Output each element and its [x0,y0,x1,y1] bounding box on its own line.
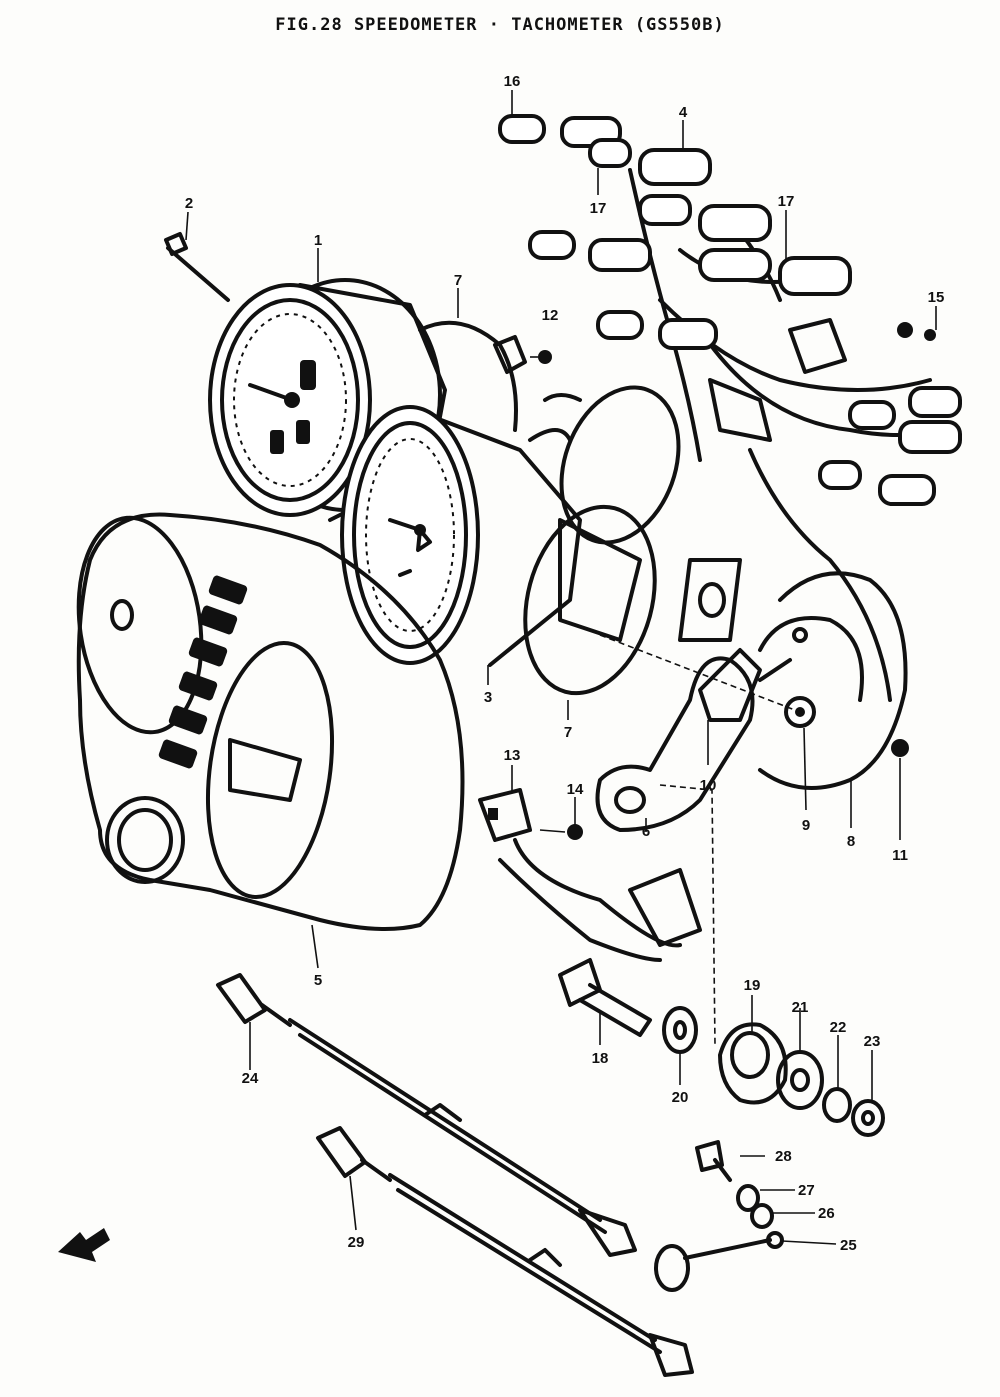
part-12-screw [530,350,552,364]
callout-7-upper: 7 [454,272,462,289]
part-23-nut [851,1099,885,1137]
callout-28: 28 [775,1148,792,1165]
callout-9: 9 [802,817,810,834]
part-8-rear-cover [758,571,908,790]
callout-12: 12 [542,307,559,324]
callout-1: 1 [314,232,322,249]
callout-23: 23 [864,1033,881,1050]
part-26-washer [750,1203,774,1229]
part-19-cushion [718,1022,788,1105]
part-27-washer [736,1184,760,1212]
part-20-washer [662,1006,698,1054]
callout-8: 8 [847,833,855,850]
part-5-meter-cover [76,512,465,931]
callout-5: 5 [314,972,322,989]
callout-25: 25 [840,1237,857,1254]
assembly-line-bracket [659,784,716,1046]
callout-13: 13 [504,747,521,764]
callout-7-lower: 7 [564,724,572,741]
callout-21: 21 [792,999,809,1016]
figure-title: FIG.28 SPEEDOMETER · TACHOMETER (GS550B) [275,15,724,35]
assembly-line-ring [599,634,801,713]
callout-3: 3 [484,689,492,706]
part-14-screw [539,824,583,840]
part-2-screw [164,232,230,302]
callout-6: 6 [642,823,650,840]
callout-2: 2 [185,195,193,212]
callout-19: 19 [744,977,761,994]
part-1-speedometer [208,278,447,522]
part-24-speedometer-cable [216,973,637,1257]
part-6-bracket [595,558,755,832]
part-13-connector [478,788,702,962]
part-25-clamp [654,1231,784,1292]
leader-lines [185,90,937,1245]
part-29-tachometer-cable [316,1126,694,1377]
callout-27: 27 [798,1182,815,1199]
part-18-bolt [558,958,652,1037]
front-direction-arrow-icon [58,1228,110,1262]
part-7-gasket-upper [418,320,527,432]
callout-16: 16 [504,73,521,90]
callout-15: 15 [928,289,945,306]
part-16-bulb [498,114,546,144]
callout-11: 11 [892,847,908,864]
meter-back-plate [528,385,681,545]
callout-24: 24 [242,1070,259,1087]
part-22-washer [822,1087,852,1123]
part-15-screw [897,322,936,341]
part-7-mount-ring [523,504,657,696]
part-28-bolt [695,1140,732,1182]
part-10-clamp [698,648,792,722]
callout-17-right: 17 [778,193,795,210]
bulb-sockets [498,114,962,506]
callout-29: 29 [348,1234,365,1251]
callout-14: 14 [567,781,584,798]
callout-17-left: 17 [590,200,607,217]
part-3-tachometer [340,405,582,667]
callout-20: 20 [672,1089,689,1106]
callout-22: 22 [830,1019,847,1036]
callout-4: 4 [679,104,688,121]
callout-10: 10 [700,777,717,794]
part-11-nut [891,739,909,757]
callout-labels: 2 1 7 12 16 4 17 17 15 3 7 10 9 8 11 6 1… [185,73,945,1254]
callout-18: 18 [592,1050,609,1067]
callout-26: 26 [818,1205,835,1222]
